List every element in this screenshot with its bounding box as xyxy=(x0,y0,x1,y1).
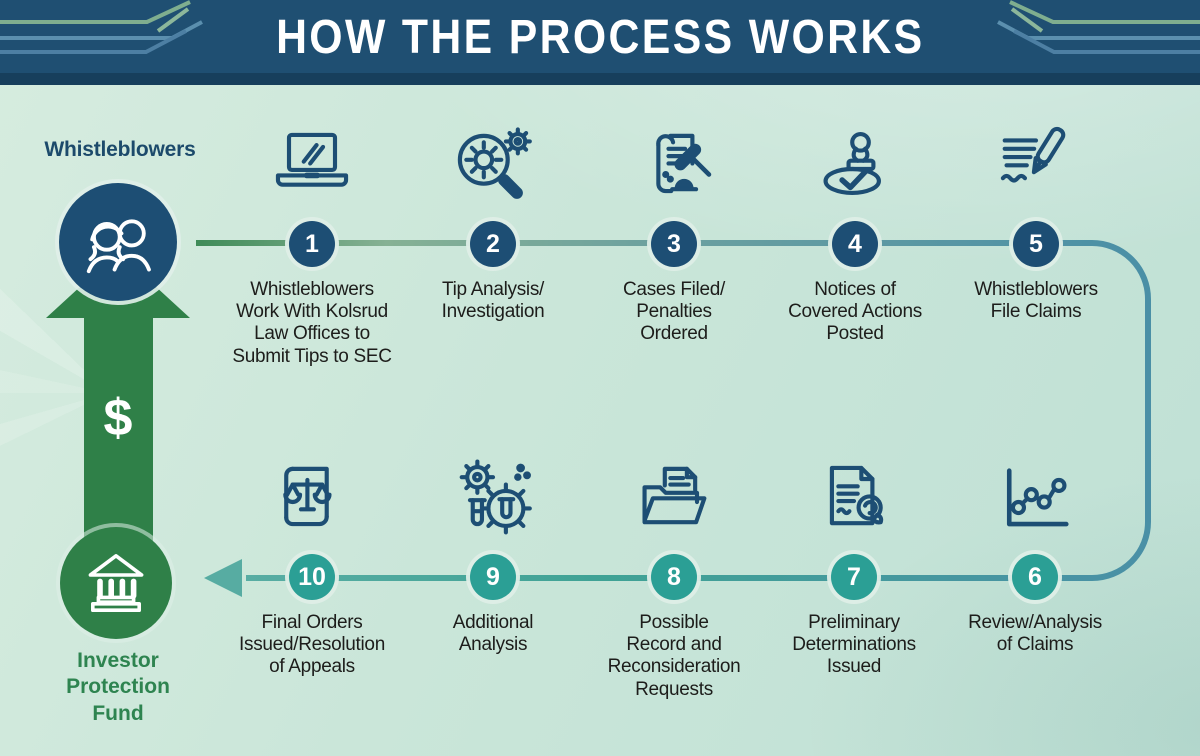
header-banner: HOW THE PROCESS WORKS xyxy=(0,0,1200,85)
magnifier-gears-icon xyxy=(447,125,539,213)
pen-writing-icon xyxy=(990,125,1082,213)
investor-protection-fund-label: Investor Protection Fund xyxy=(66,649,170,725)
step-label: Additional Analysis xyxy=(452,612,534,656)
scroll-scales-icon xyxy=(266,458,358,546)
line-chart-icon xyxy=(989,458,1081,546)
step-label: Notices of Covered Actions Posted xyxy=(788,279,922,345)
step-label: Tip Analysis/ Investigation xyxy=(441,279,545,323)
folder-documents-icon xyxy=(628,458,720,546)
whistleblowers-label: Whistleblowers xyxy=(44,138,196,161)
step-label: Review/Analysis of Claims xyxy=(968,612,1102,656)
step-number: 6 xyxy=(1012,554,1058,600)
step-number: 2 xyxy=(470,221,516,267)
step-2: 2 Tip Analysis/ Investigation xyxy=(393,125,593,323)
document-seal-icon xyxy=(808,458,900,546)
step-9: 9 Additional Analysis xyxy=(393,458,593,656)
step-3: 3 Cases Filed/ Penalties Ordered xyxy=(574,125,774,346)
people-icon xyxy=(86,219,151,274)
step-label: Preliminary Determinations Issued xyxy=(792,612,916,678)
whistleblowers-badge xyxy=(59,183,177,301)
step-number: 1 xyxy=(289,221,335,267)
step-number: 3 xyxy=(651,221,697,267)
dollar-symbol: $ xyxy=(103,389,133,447)
step-label: Possible Record and Reconsideration Requ… xyxy=(607,612,741,700)
step-number: 10 xyxy=(289,554,335,600)
step-10: 10 Final Orders Issued/Resolution of App… xyxy=(212,458,412,679)
stamp-check-icon xyxy=(809,125,901,213)
up-arrow-shape xyxy=(46,252,190,565)
header-background: HOW THE PROCESS WORKS xyxy=(0,0,1200,73)
step-4: 4 Notices of Covered Actions Posted xyxy=(755,125,955,346)
investor-fund-badge xyxy=(60,527,172,639)
header-bottom-stripe xyxy=(0,73,1200,85)
step-label: Whistleblowers File Claims xyxy=(974,279,1098,323)
step-number: 5 xyxy=(1013,221,1059,267)
step-7: 7 Preliminary Determinations Issued xyxy=(754,458,954,679)
step-label: Cases Filed/ Penalties Ordered xyxy=(623,279,725,345)
step-1: 1 Whistleblowers Work With Kolsrud Law O… xyxy=(212,125,412,368)
left-arrow-shape xyxy=(204,559,242,597)
step-6: 6 Review/Analysis of Claims xyxy=(935,458,1135,656)
step-8: 8 Possible Record and Reconsideration Re… xyxy=(574,458,774,701)
laptop-icon xyxy=(266,125,358,213)
step-5: 5 Whistleblowers File Claims xyxy=(936,125,1136,323)
step-number: 9 xyxy=(470,554,516,600)
step-number: 7 xyxy=(831,554,877,600)
page-title: HOW THE PROCESS WORKS xyxy=(275,8,925,64)
step-label: Whistleblowers Work With Kolsrud Law Off… xyxy=(232,279,392,367)
bank-icon xyxy=(88,554,144,612)
step-label: Final Orders Issued/Resolution of Appeal… xyxy=(239,612,385,678)
step-number: 4 xyxy=(832,221,878,267)
step-number: 8 xyxy=(651,554,697,600)
gears-testtubes-icon xyxy=(447,458,539,546)
circuit-lines-decoration xyxy=(0,0,1200,54)
scroll-gavel-icon xyxy=(628,125,720,213)
